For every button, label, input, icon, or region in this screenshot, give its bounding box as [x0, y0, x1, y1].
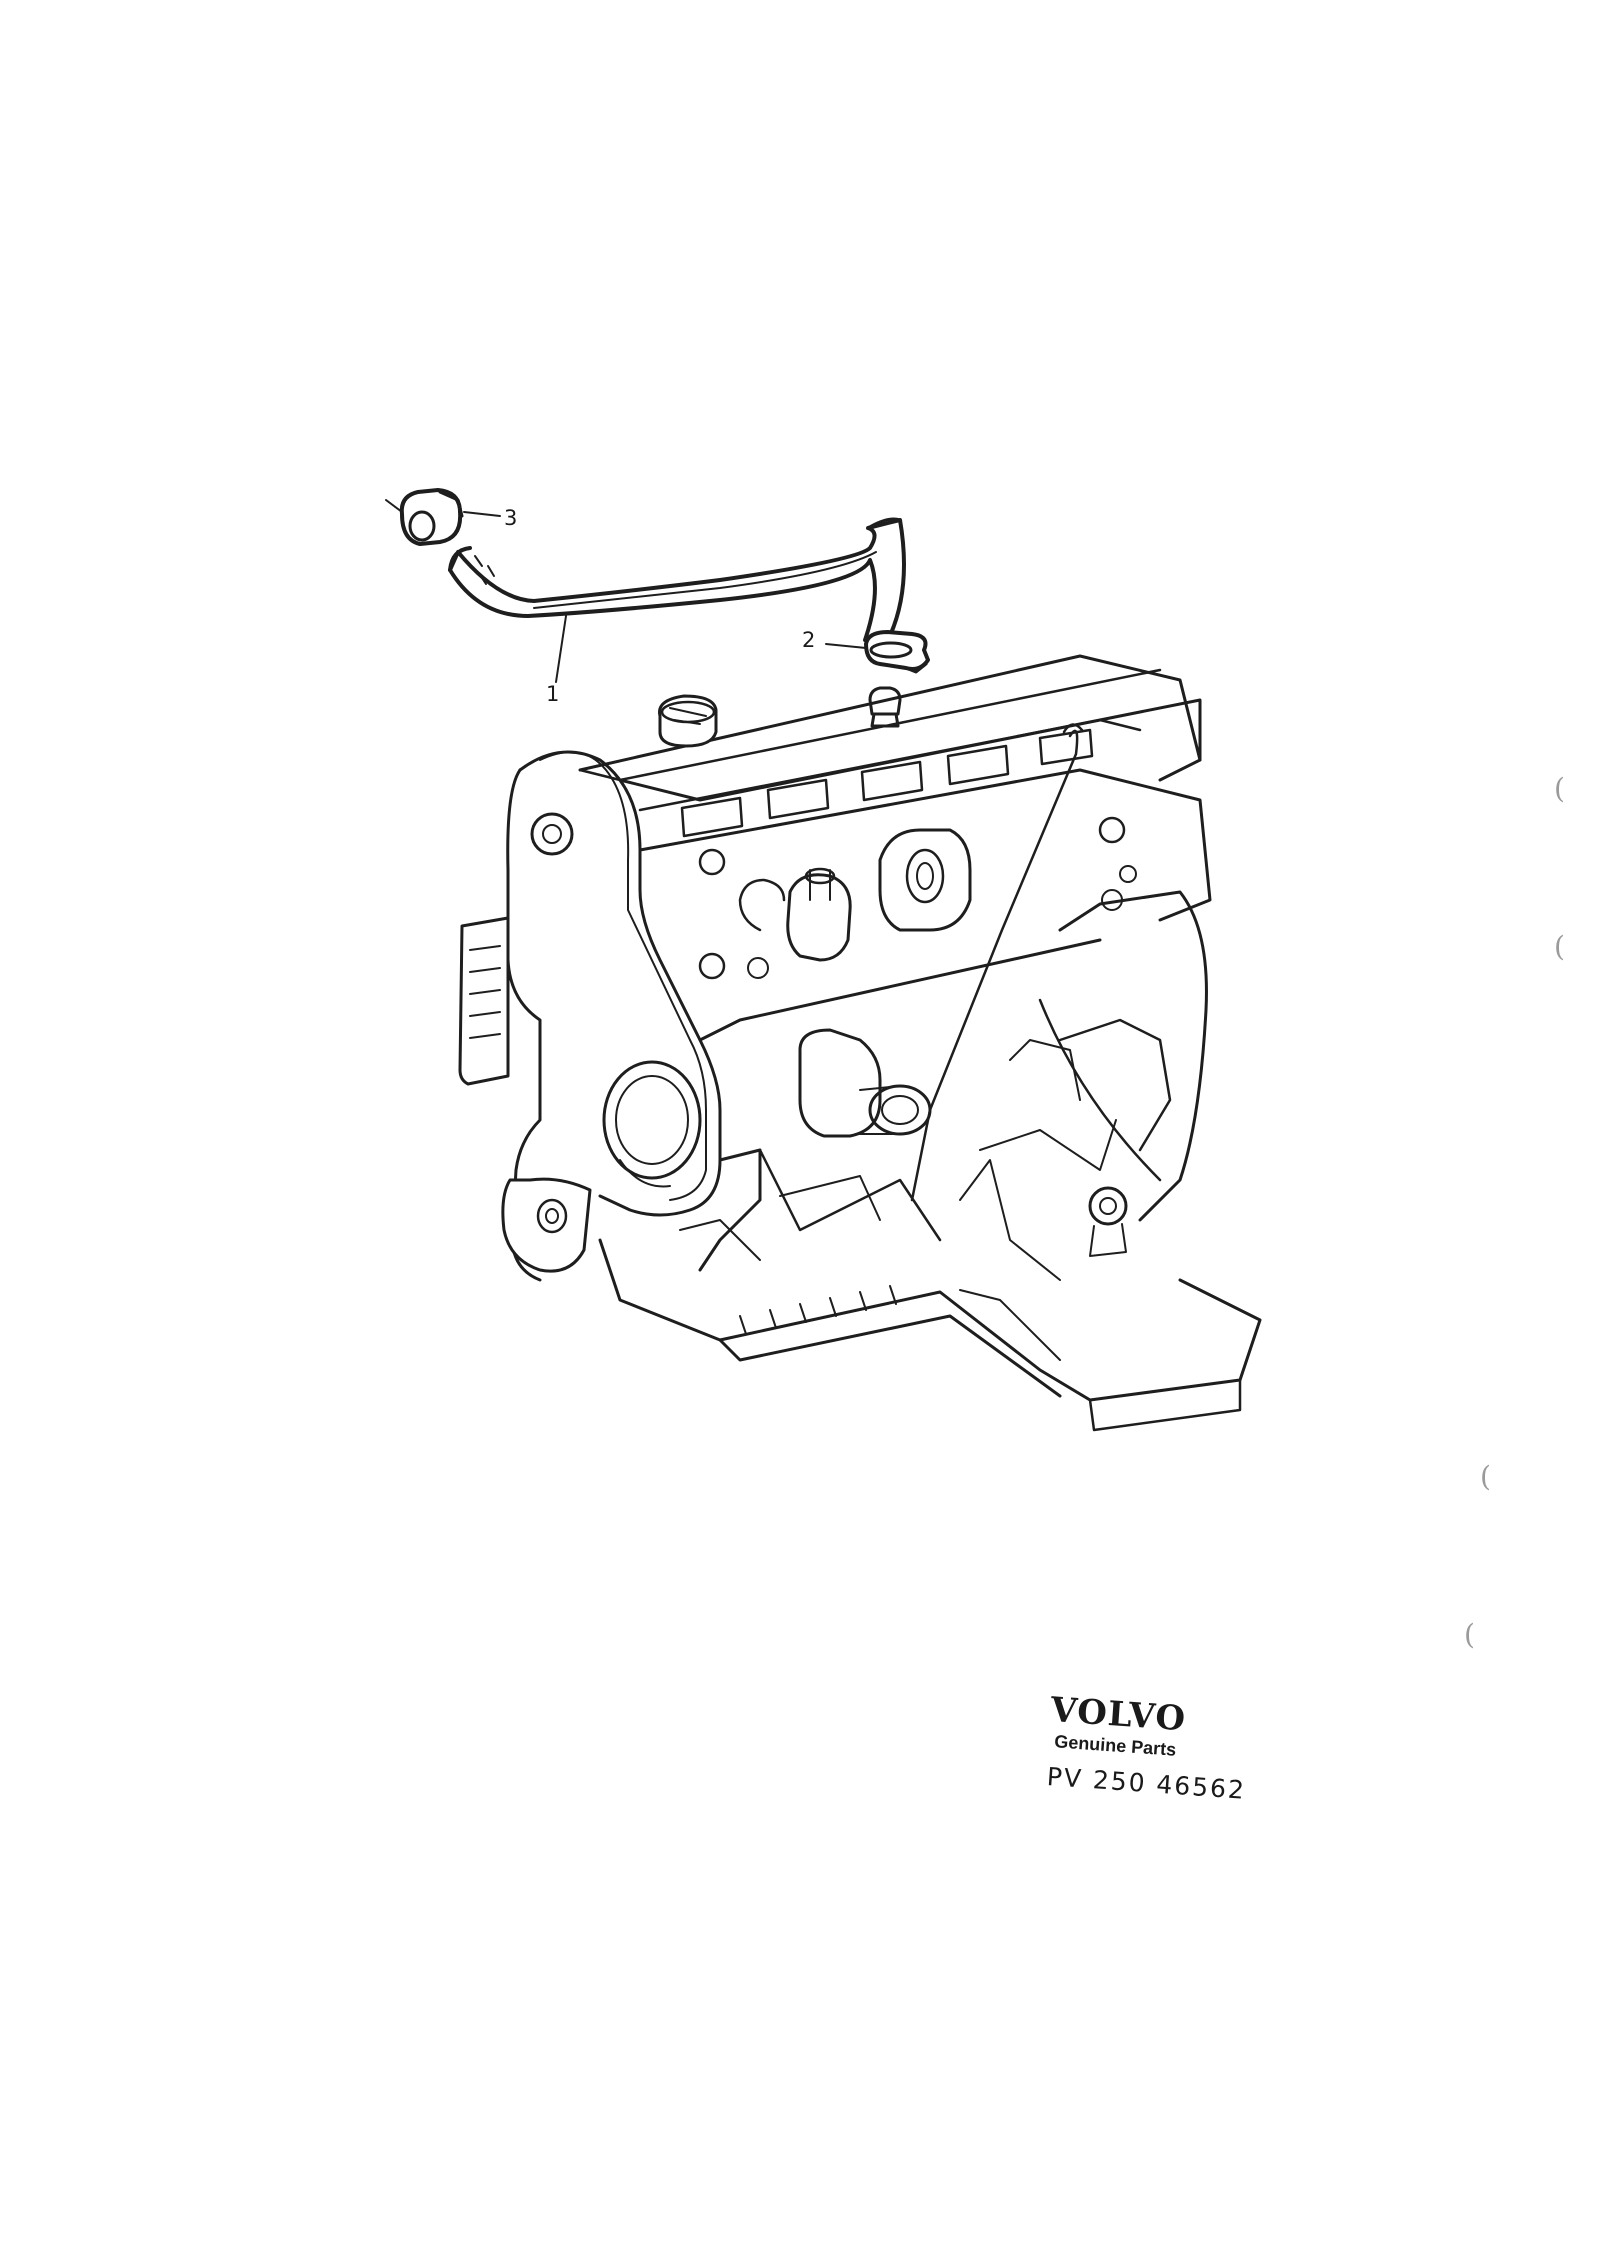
vent-nipple [868, 686, 902, 728]
margin-mark: ( [1554, 772, 1565, 805]
callout-3: 3 [504, 506, 518, 530]
brand-block: VOLVO Genuine Parts [1048, 1690, 1187, 1761]
callout-1: 1 [546, 682, 560, 706]
hose-clamp-3 [385, 488, 464, 546]
hose-clamp-2 [864, 630, 930, 674]
leader-lines [463, 511, 867, 683]
engine-block [458, 654, 1262, 1432]
callout-2: 2 [802, 628, 816, 652]
ventilation-hose [448, 517, 906, 642]
margin-mark: ( [1464, 1618, 1475, 1651]
margin-mark: ( [1480, 1460, 1491, 1493]
margin-mark: ( [1554, 930, 1565, 963]
